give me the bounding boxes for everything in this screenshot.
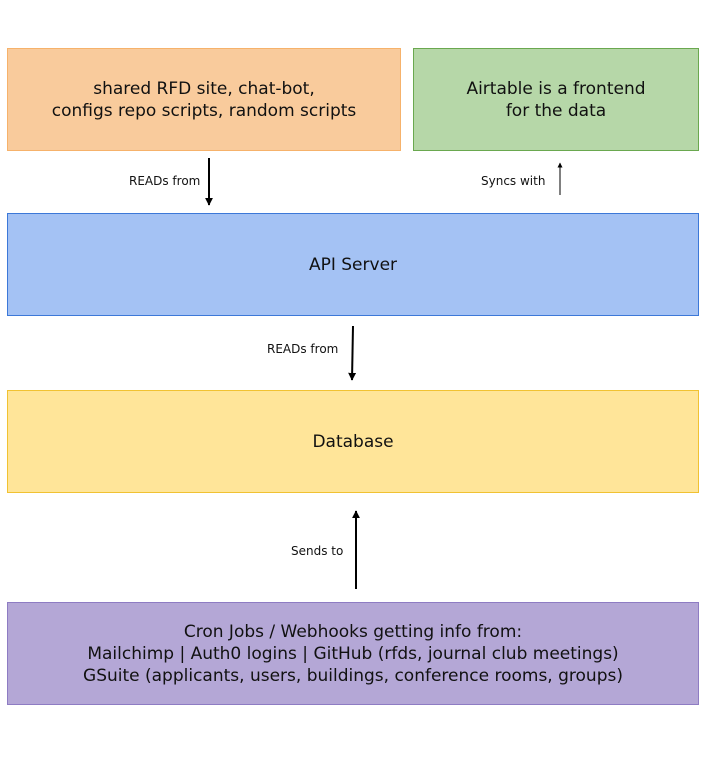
- database-node-line: Database: [312, 431, 394, 452]
- api-server-node-line: API Server: [308, 254, 398, 275]
- cron-jobs-node-line: GSuite (applicants, users, buildings, co…: [83, 665, 623, 686]
- edge-label-reads-from: READs from: [129, 174, 201, 188]
- airtable-node: Airtable is a frontend for the data: [413, 48, 699, 151]
- airtable-node-line: for the data: [505, 100, 607, 121]
- airtable-node-line: Airtable is a frontend: [466, 78, 646, 99]
- clients-node: shared RFD site, chat-bot, configs repo …: [7, 48, 401, 151]
- edge-label-syncs-with: Syncs with: [481, 174, 546, 188]
- database-node: Database: [7, 390, 699, 493]
- edge-label-reads-from: READs from: [267, 342, 339, 356]
- cron-jobs-node-line: Cron Jobs / Webhooks getting info from:: [183, 621, 523, 642]
- api-server-node: API Server: [7, 213, 699, 316]
- clients-node-line: shared RFD site, chat-bot,: [93, 78, 315, 99]
- edge-arrow-api-to-database: [348, 325, 357, 381]
- cron-jobs-node-line: Mailchimp | Auth0 logins | GitHub (rfds,…: [87, 643, 619, 664]
- clients-node-line: configs repo scripts, random scripts: [51, 100, 357, 121]
- cron-jobs-node: Cron Jobs / Webhooks getting info from: …: [7, 602, 699, 705]
- edge-label-sends-to: Sends to: [291, 544, 344, 558]
